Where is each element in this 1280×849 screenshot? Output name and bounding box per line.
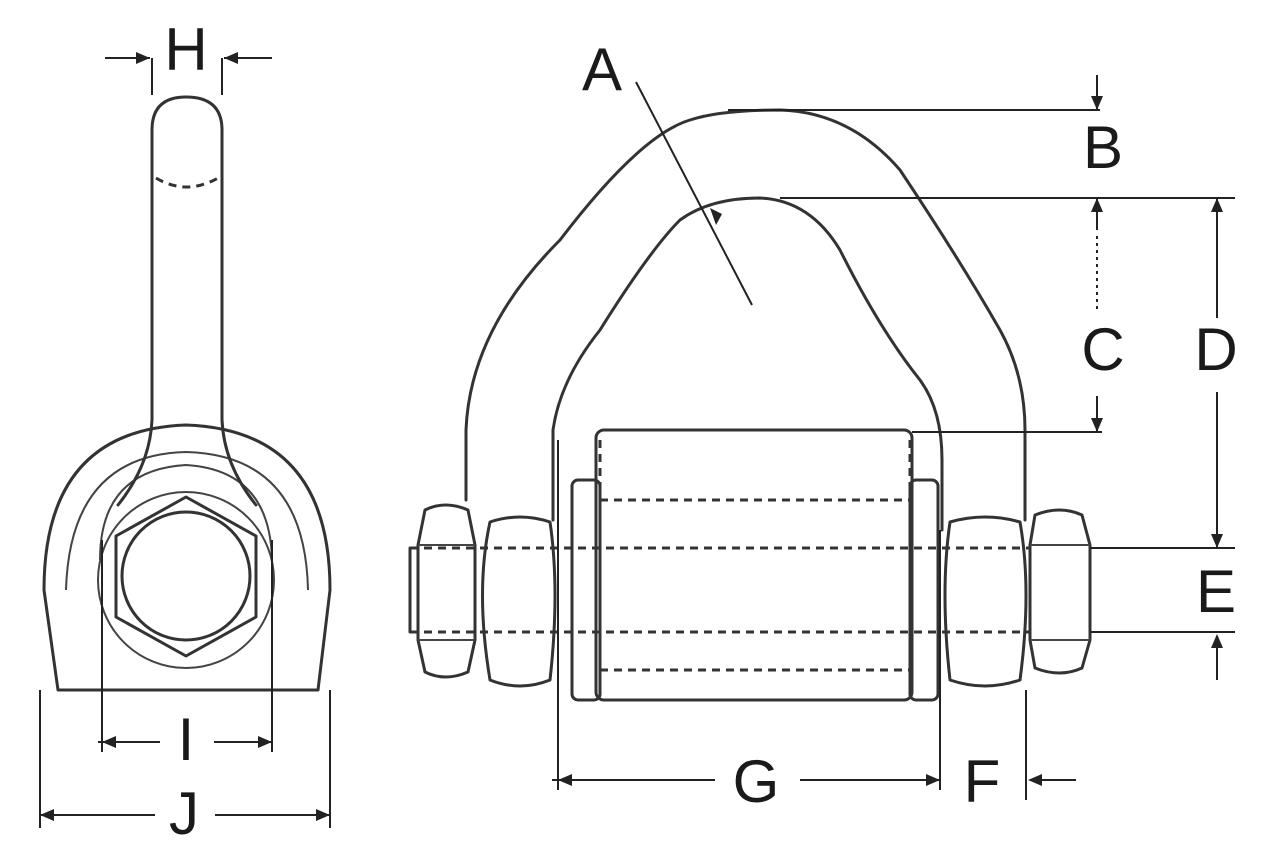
side-view-shank <box>150 95 224 422</box>
dimension-label-j: J <box>169 780 199 847</box>
side-view-bow-outer <box>42 423 332 692</box>
front-view-right-collar <box>908 478 940 702</box>
dimension-label-h: H <box>164 16 207 83</box>
side-view-neck <box>116 418 258 507</box>
dimension-label-group: H I J A B C D E G F <box>164 16 1237 847</box>
side-view-bolt-ring <box>97 491 275 669</box>
front-view-left-hex-nut <box>416 503 477 679</box>
front-view-right-hex-nut-face <box>1030 544 1090 641</box>
front-view-left-collar <box>570 478 602 702</box>
front-view-left-hex-nut-face <box>418 544 475 641</box>
side-view-bow-inner <box>65 450 309 591</box>
front-view-sleeve <box>594 428 914 702</box>
front-view-right-hex-nut <box>1028 508 1092 675</box>
side-view-bow-inner-ring <box>99 463 273 561</box>
dimension-label-c: C <box>1081 316 1124 383</box>
dimension-label-f: F <box>964 748 1001 815</box>
dimension-label-i: I <box>178 706 195 773</box>
dimension-label-a: A <box>582 36 622 103</box>
dimension-label-b: B <box>1083 114 1123 181</box>
dimension-label-e: E <box>1196 558 1236 625</box>
dimension-lines <box>39 52 1235 828</box>
side-view-hex-nut <box>114 495 258 658</box>
front-view-bow-inner <box>551 196 944 532</box>
side-view <box>42 95 332 692</box>
dimension-label-g: G <box>733 748 780 815</box>
side-view-pin-hidden-edge <box>155 176 219 189</box>
front-view-right-washer <box>943 515 1028 688</box>
front-view-left-washer <box>481 515 557 688</box>
dimension-label-d: D <box>1194 316 1237 383</box>
side-view-bolt-end <box>120 510 252 642</box>
